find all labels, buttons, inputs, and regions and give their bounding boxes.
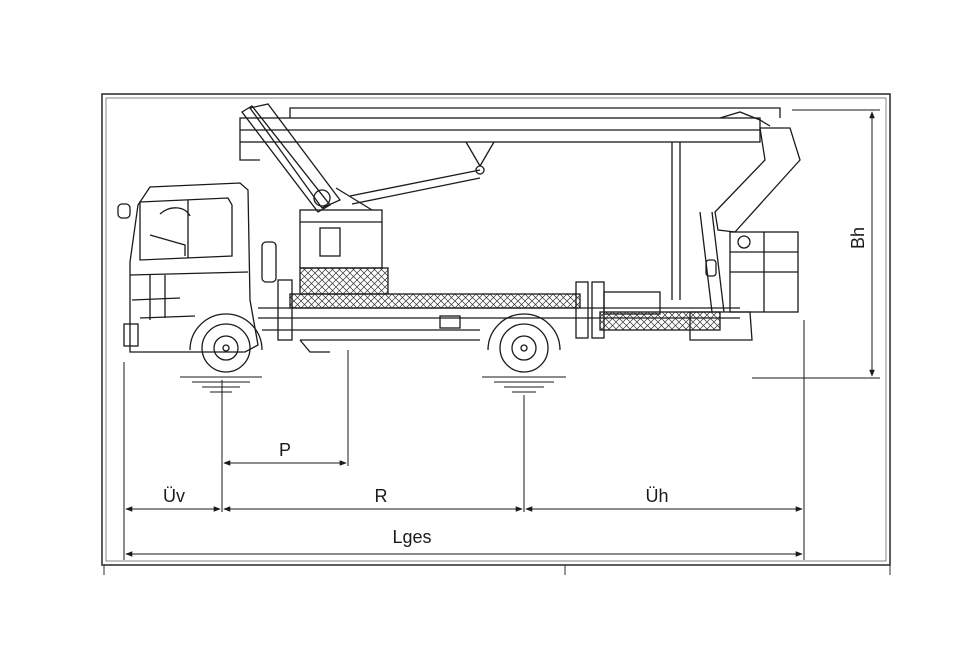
- label-front-overhang: Üv: [163, 486, 185, 506]
- turret: [299, 187, 383, 269]
- label-wheelbase: R: [375, 486, 388, 506]
- front-wheel: [189, 313, 263, 373]
- ground-marks: [180, 376, 566, 393]
- dimension-lines: [123, 109, 880, 560]
- truck-cab: [117, 182, 259, 353]
- truck: [117, 103, 801, 393]
- label-pivot-distance: P: [279, 440, 291, 460]
- chassis: [258, 241, 740, 353]
- label-total-length: Lges: [392, 527, 431, 547]
- rear-wheel: [487, 313, 561, 373]
- drawing-frame: [101, 93, 891, 575]
- label-rear-overhang: Üh: [645, 486, 668, 506]
- label-height: Bh: [848, 227, 868, 249]
- work-basket: [689, 111, 801, 341]
- dimension-labels: P Üv R Üh Lges Bh: [163, 227, 868, 547]
